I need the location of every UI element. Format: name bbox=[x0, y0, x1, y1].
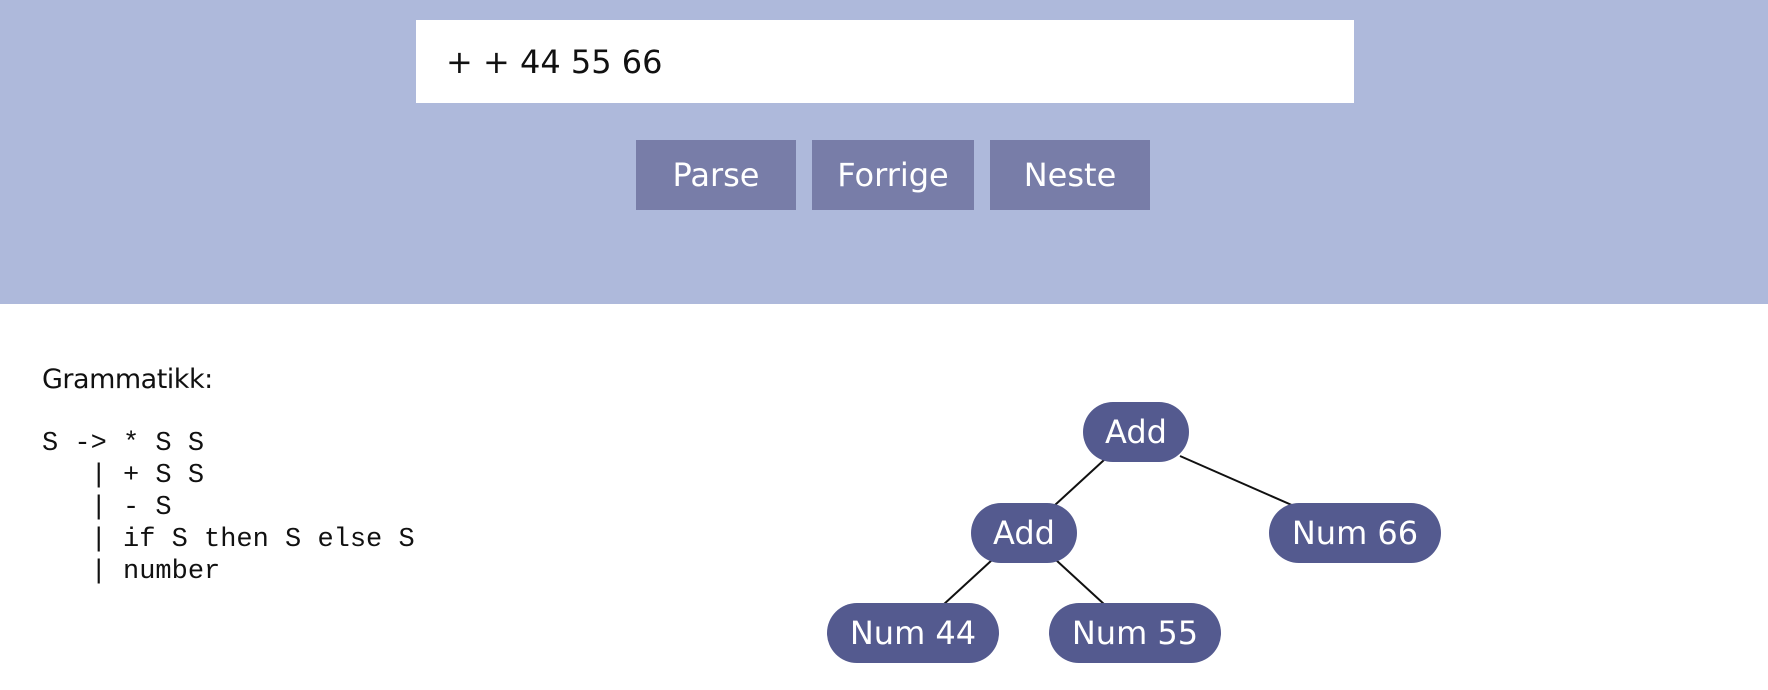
tree-node-num-55: Num 55 bbox=[1049, 603, 1221, 663]
header-panel: Parse Forrige Neste bbox=[0, 0, 1768, 304]
parse-button[interactable]: Parse bbox=[636, 140, 796, 210]
tree-node-num-44: Num 44 bbox=[827, 603, 999, 663]
tree-node-num-66: Num 66 bbox=[1269, 503, 1441, 563]
expression-input[interactable] bbox=[416, 20, 1354, 103]
previous-button[interactable]: Forrige bbox=[812, 140, 974, 210]
next-button[interactable]: Neste bbox=[990, 140, 1150, 210]
edge-mid-right bbox=[1055, 559, 1106, 606]
tree-node-add: Add bbox=[971, 503, 1077, 563]
grammar-rules: S -> * S S | + S S | - S | if S then S e… bbox=[42, 429, 415, 587]
edge-root-right bbox=[1179, 455, 1295, 507]
grammar-heading: Grammatikk: bbox=[42, 364, 213, 395]
edge-root-left bbox=[1054, 459, 1105, 506]
edge-mid-left bbox=[942, 559, 993, 606]
tree-node-root: Add bbox=[1083, 402, 1189, 462]
